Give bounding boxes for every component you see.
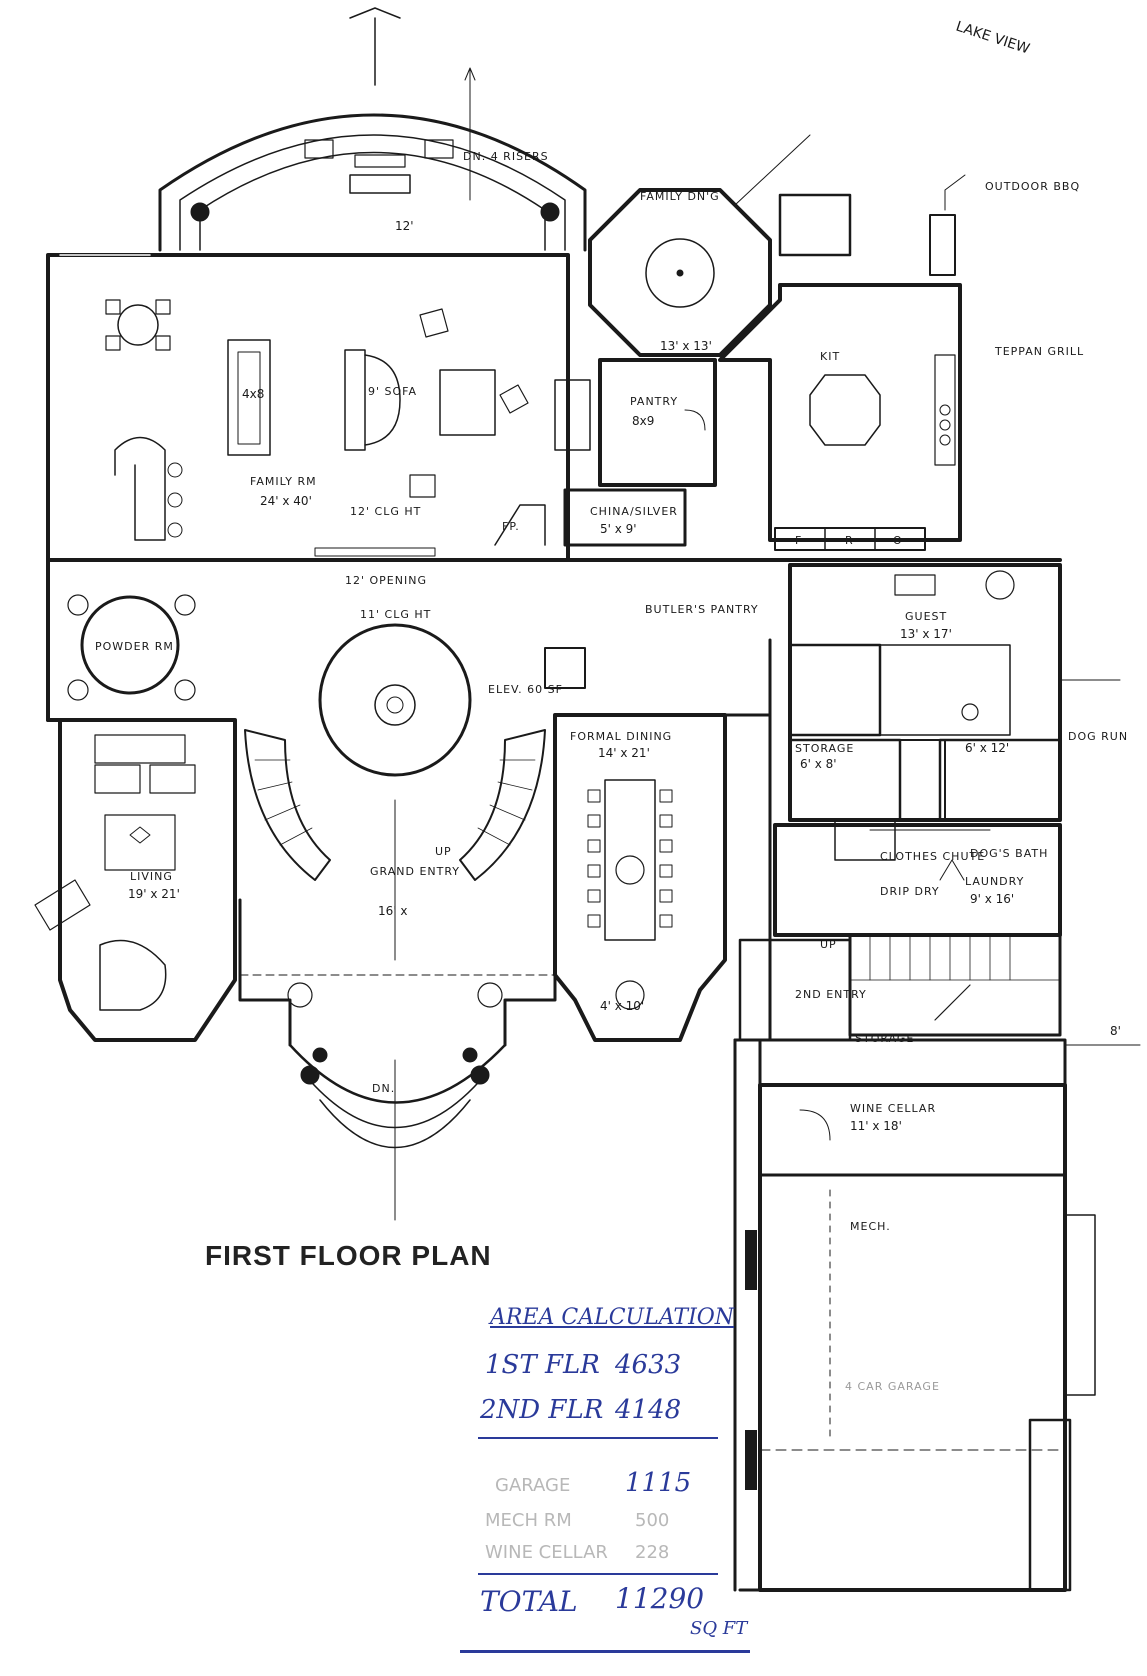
- formal-dining: [544, 647, 727, 1042]
- terrace-arc: [158, 7, 587, 252]
- formal-dining-dim: 14' x 21': [598, 746, 650, 760]
- area-row-value: 4148: [615, 1395, 682, 1425]
- outdoor-bbq-label: OUTDOOR BBQ: [985, 180, 1080, 193]
- fp-label: FP.: [502, 520, 520, 533]
- dog-run-label: DOG RUN: [1068, 730, 1128, 743]
- area-total-unit: SQ FT: [690, 1618, 748, 1639]
- storage-dim: 6' x 8': [800, 757, 837, 771]
- pantry-area: [554, 358, 717, 547]
- opening-label: 12' OPENING: [345, 574, 427, 587]
- plan-title: FIRST FLOOR PLAN: [205, 1240, 492, 1271]
- guest-label: GUEST: [905, 610, 947, 623]
- kit-o: O: [893, 534, 903, 547]
- room-labels: LAKE VIEW OUTDOOR BBQ TEPPAN GRILL DN. 4…: [95, 19, 1128, 1393]
- lake-view-label: LAKE VIEW: [954, 19, 1032, 58]
- dn4-risers-label: DN. 4 RISERS: [463, 150, 549, 163]
- area-row-value: 4633: [615, 1350, 682, 1380]
- dogs-bath-label: DOG'S BATH: [970, 847, 1048, 860]
- second-entry-label: 2ND ENTRY: [795, 988, 867, 1001]
- wine-cellar-dim: 11' x 18': [850, 1119, 902, 1133]
- area-total-label: TOTAL: [480, 1585, 578, 1618]
- sofa-label: 9' SOFA: [368, 385, 417, 398]
- entry-ceiling-label: 11' CLG HT: [360, 608, 431, 621]
- area-row-label: WINE CELLAR: [485, 1542, 608, 1563]
- garage-label: 4 CAR GARAGE: [845, 1380, 940, 1393]
- powder-room: [67, 594, 196, 701]
- area-row-label: MECH RM: [485, 1510, 572, 1531]
- area-calc-heading: AREA CALCULATION: [490, 1305, 735, 1330]
- bay-dim: 4' x 10': [600, 999, 644, 1013]
- drip-dry-label: DRIP DRY: [880, 885, 940, 898]
- area-divider: [478, 1573, 718, 1575]
- area-row-label: 1ST FLR: [485, 1350, 600, 1380]
- grand-entry-label: GRAND ENTRY: [370, 865, 460, 878]
- hall-walls: [723, 638, 1067, 1592]
- storage2-label: STORAGE: [855, 1032, 914, 1045]
- family-rm-label: FAMILY RM: [250, 475, 317, 488]
- living-room: [34, 718, 237, 1042]
- up-label: UP: [435, 845, 452, 858]
- area-row-value: 500: [635, 1510, 670, 1531]
- grand-entry: [238, 623, 557, 1221]
- family-room: [46, 253, 570, 562]
- china-silver-dim: 5' x 9': [600, 522, 637, 536]
- right-dim: 8': [1110, 1024, 1121, 1038]
- formal-dining-label: FORMAL DINING: [570, 730, 672, 743]
- area-row-value: 228: [635, 1542, 670, 1563]
- china-silver-label: CHINA/SILVER: [590, 505, 678, 518]
- elev-label: ELEV. 60 SF: [488, 683, 563, 696]
- living-label: LIVING: [130, 870, 173, 883]
- laundry-label: LAUNDRY: [965, 875, 1024, 888]
- family-rm-ceiling: 12' CLG HT: [350, 505, 421, 518]
- terrace-dim: 12': [395, 219, 414, 233]
- powder-rm-label: POWDER RM: [95, 640, 174, 653]
- kitchen: [718, 174, 966, 551]
- guest-wing: [788, 563, 1121, 822]
- kit-f: F: [795, 534, 802, 547]
- butlers-pantry-label: BUTLER'S PANTRY: [645, 603, 759, 616]
- mech-label: MECH.: [850, 1220, 891, 1233]
- pantry-label: PANTRY: [630, 395, 678, 408]
- clothes-chute-label: CLOTHES CHUTE: [880, 850, 985, 863]
- area-total-underline: [460, 1650, 750, 1653]
- kit-label: KIT: [820, 350, 840, 363]
- wine-cellar-label: WINE CELLAR: [850, 1102, 936, 1115]
- area-divider: [478, 1437, 718, 1439]
- pantry-dim: 8x9: [632, 414, 654, 428]
- area-row-label: 2ND FLR: [480, 1395, 604, 1425]
- laundry-dim: 9' x 16': [970, 892, 1014, 906]
- family-dining-label: FAMILY DN'G: [640, 190, 720, 203]
- stair-up-label: UP: [820, 938, 837, 951]
- grand-entry-dim: 16' x: [378, 904, 407, 918]
- family-dining-dim: 13' x 13': [660, 339, 712, 353]
- storage-label: STORAGE: [795, 742, 854, 755]
- dn3-label: DN.: [372, 1082, 395, 1095]
- family-rm-dim: 24' x 40': [260, 494, 312, 508]
- living-dim: 19' x 21': [128, 887, 180, 901]
- table-dim: 4x8: [242, 387, 264, 401]
- garage-wing: [738, 938, 1141, 1592]
- guest-dim: 13' x 17': [900, 627, 952, 641]
- bath-dim: 6' x 12': [965, 741, 1009, 755]
- area-row-value: 1115: [625, 1468, 692, 1498]
- teppan-grill-label: TEPPAN GRILL: [994, 345, 1084, 358]
- area-total-value: 11290: [615, 1582, 705, 1615]
- family-dining: [588, 134, 811, 357]
- area-row-label: GARAGE: [495, 1475, 571, 1496]
- kit-r: R: [845, 534, 854, 547]
